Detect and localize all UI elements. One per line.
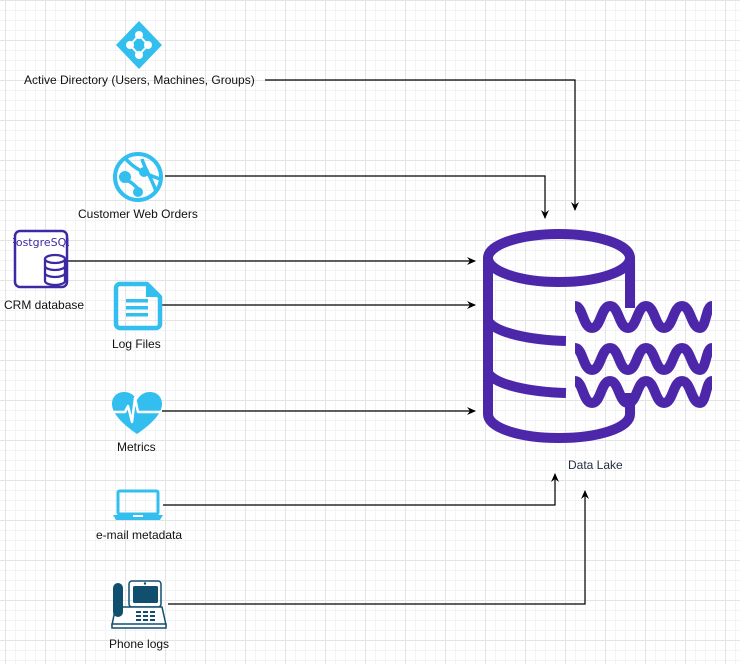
document-icon: [113, 281, 163, 331]
heart-pulse-icon: [112, 392, 162, 434]
log-files-node[interactable]: [113, 281, 163, 331]
customer-web-orders-label: Customer Web Orders: [78, 207, 198, 221]
metrics-label: Metrics: [117, 440, 156, 454]
phone-logs-node[interactable]: [110, 579, 168, 631]
data-lake-node[interactable]: [480, 228, 715, 450]
data-lake-icon: [483, 229, 715, 444]
email-metadata-node[interactable]: [112, 489, 164, 521]
phone-logs-label: Phone logs: [109, 637, 170, 651]
active-directory-label: Active Directory (Users, Machines, Group…: [24, 73, 255, 87]
data-lake-label: Data Lake: [568, 458, 623, 472]
crm-database-label: CRM database: [4, 298, 85, 312]
edge-active-directory[interactable]: [265, 79, 579, 211]
metrics-node[interactable]: [111, 391, 163, 435]
svg-text:PostgreSQL: PostgreSQL: [13, 236, 69, 249]
desk-phone-icon: [111, 580, 167, 629]
edge-email-metadata[interactable]: [163, 473, 559, 506]
edge-customer-web-orders[interactable]: [165, 175, 549, 219]
active-directory-icon: [116, 21, 162, 69]
crm-database-node[interactable]: PostgreSQL: [10, 229, 73, 289]
waves-icon: [573, 300, 715, 409]
customer-web-orders-node[interactable]: [112, 151, 164, 203]
web-globe-icon: [113, 152, 163, 202]
laptop-icon: [113, 489, 163, 520]
postgresql-icon: PostgreSQL: [10, 229, 73, 289]
log-files-label: Log Files: [112, 337, 161, 351]
active-directory-node[interactable]: [115, 20, 163, 70]
edge-phone-logs[interactable]: [168, 490, 589, 605]
email-metadata-label: e-mail metadata: [96, 528, 183, 542]
